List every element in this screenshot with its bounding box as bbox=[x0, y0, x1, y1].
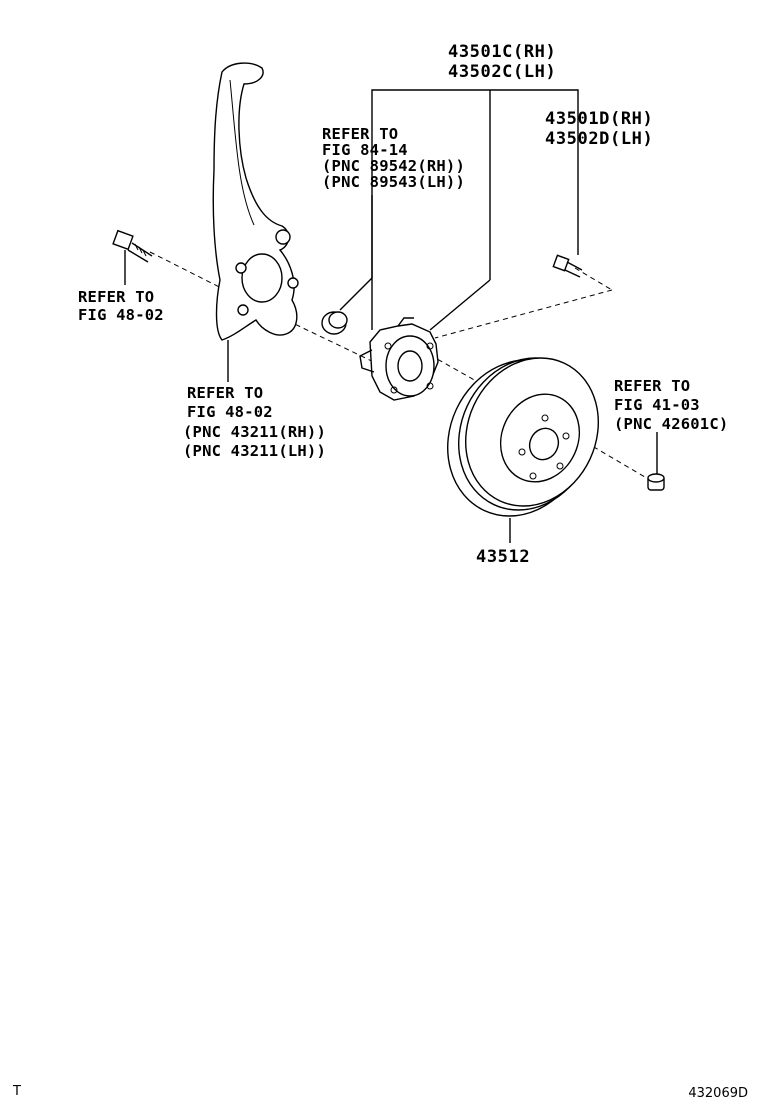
hub-bearing bbox=[359, 317, 439, 401]
hub-nut-pnc: (PNC 42601C) bbox=[614, 415, 729, 433]
footer-mark: T bbox=[13, 1084, 21, 1099]
bolt-part-number-lh[interactable]: 43502D(LH) bbox=[545, 129, 654, 149]
hub-part-number-rh[interactable]: 43501C(RH) bbox=[448, 42, 557, 62]
bolt-part-number-rh[interactable]: 43501D(RH) bbox=[545, 109, 654, 129]
bolt-left-refer: REFER TO bbox=[78, 288, 155, 306]
abs-sensor-pnc-lh: (PNC 89543(LH)) bbox=[322, 173, 465, 191]
steering-knuckle bbox=[212, 62, 299, 341]
knuckle-refer: REFER TO bbox=[187, 384, 264, 402]
figure-code: 432069D bbox=[688, 1086, 748, 1101]
knuckle-pnc-rh: (PNC 43211(RH)) bbox=[183, 423, 326, 441]
hub-nut-refer: REFER TO bbox=[614, 377, 691, 395]
hub-nut-fig[interactable]: FIG 41-03 bbox=[614, 396, 700, 414]
abs-sensor-fig[interactable]: FIG 84-14 bbox=[322, 141, 408, 159]
sensor-plug bbox=[321, 311, 348, 335]
brake-disc bbox=[447, 357, 600, 517]
knuckle-pnc-lh: (PNC 43211(LH)) bbox=[183, 442, 326, 460]
hub-part-number-lh[interactable]: 43502C(LH) bbox=[448, 62, 557, 82]
disc-part-number[interactable]: 43512 bbox=[476, 547, 531, 567]
bolt-left bbox=[112, 229, 153, 263]
abs-sensor-refer: REFER TO bbox=[322, 125, 399, 143]
hub-callout-leaders bbox=[339, 89, 579, 331]
hub-nut bbox=[647, 473, 665, 491]
bolt-right bbox=[552, 254, 583, 278]
knuckle-fig[interactable]: FIG 48-02 bbox=[187, 403, 273, 421]
abs-sensor-pnc-rh: (PNC 89542(RH)) bbox=[322, 157, 465, 175]
bolt-left-fig[interactable]: FIG 48-02 bbox=[78, 306, 164, 324]
